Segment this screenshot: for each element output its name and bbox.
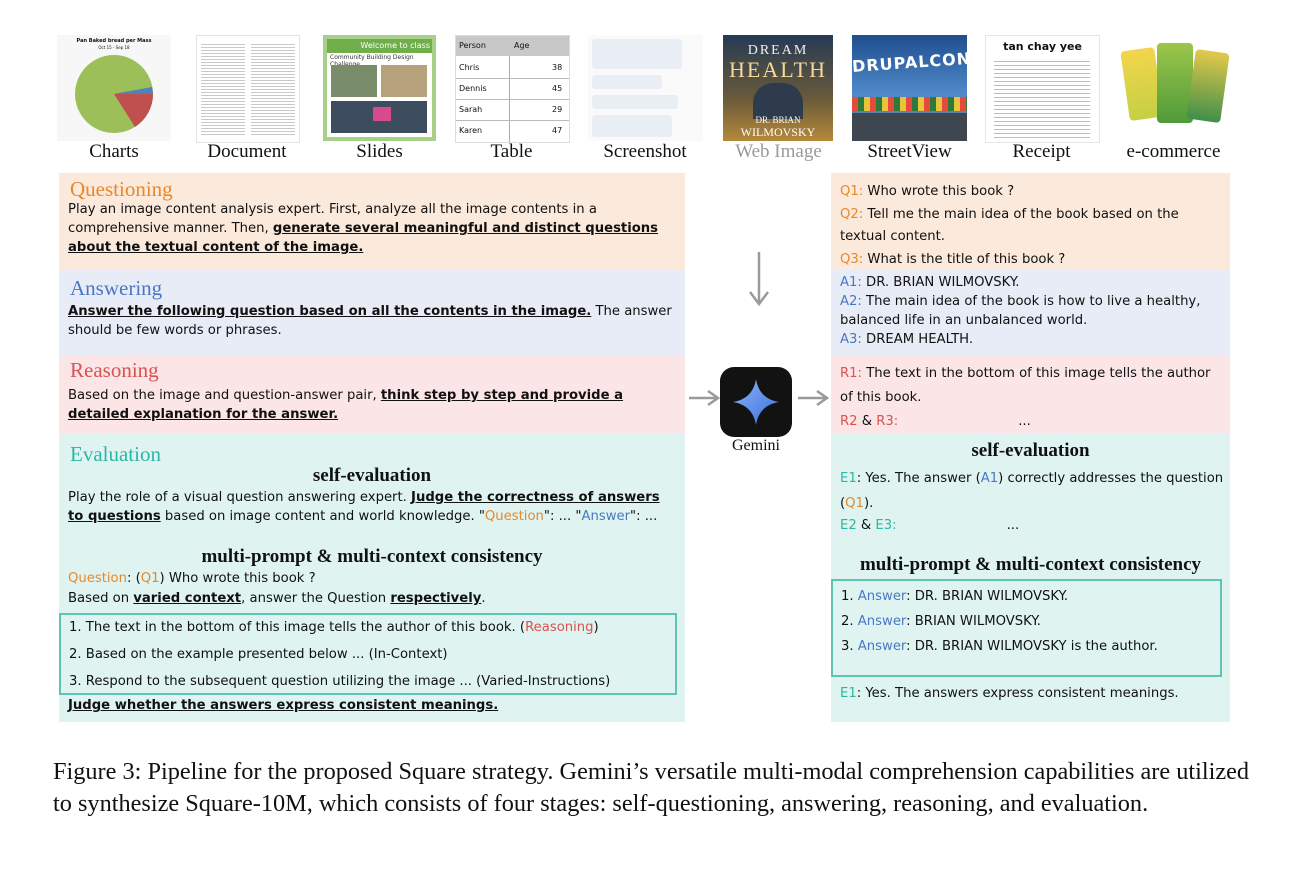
final-evaluation: E1: Yes. The answers express consistent … [840,683,1224,705]
judge-consistency: Judge whether the answers express consis… [68,696,676,715]
thumb-label-ecommerce: e-commerce [1112,141,1235,163]
table-cell: Sarah [459,105,482,114]
screenshot-thumbnail [588,35,703,141]
thumb-label-receipt: Receipt [985,141,1098,163]
question-1: Q1: Who wrote this book ? [840,181,1224,203]
right-consistency-title: multi-prompt & multi-context consistency [831,554,1230,576]
table-cell: 45 [552,84,562,93]
reasoning-title: Reasoning [70,358,159,383]
thumb-label-table: Table [455,141,568,163]
thumb-label-screenshot: Screenshot [585,141,705,163]
table-cell: Karen [459,126,482,135]
consistency-title: multi-prompt & multi-context consistency [59,546,685,568]
question-2: Q2: Tell me the main idea of the book ba… [840,204,1224,248]
right-arrow-icon [688,388,720,408]
answering-panel: Answering Answer the following question … [59,270,685,355]
gemini-sparkle-icon [732,378,780,426]
chart-thumbnail: Pan Baked bread per Mass Oct 15 - Sep 18 [57,35,171,141]
down-arrow-icon [746,250,772,310]
slide-header: Welcome to class [327,39,432,53]
answer-1: A1: DR. BRIAN WILMOVSKY. [840,273,1224,292]
evaluation-1: E1: Yes. The answer (A1) correctly addre… [840,466,1224,516]
gemini-label: Gemini [712,437,800,455]
consistency-question: Question: (Q1) Who wrote this book ? [68,569,676,588]
chart-thumb-subtitle: Oct 15 - Sep 18 [57,45,171,50]
pie-chart-icon [73,53,155,135]
table-cell: 29 [552,105,562,114]
self-evaluation-title: self-evaluation [59,465,685,487]
thumb-label-charts: Charts [57,141,171,163]
question-3: Q3: What is the title of this book ? [840,249,1224,271]
table-header-age: Age [514,41,529,50]
book-author-last: WILMOVSKY [723,125,833,140]
reasoning-1: R1: The text in the bottom of this image… [840,362,1224,410]
answer-3: A3: DREAM HEALTH. [840,330,1224,349]
slides-thumbnail: Welcome to class Community Building Desi… [323,35,436,141]
consistency-instruction: Based on varied context, answer the Ques… [68,589,676,608]
book-cover-thumbnail: DREAM HEALTH DR. BRIAN WILMOVSKY [723,35,833,141]
generated-evaluation-panel: self-evaluation E1: Yes. The answer (A1)… [831,434,1230,722]
document-thumbnail [196,35,300,143]
generated-reasoning-panel: R1: The text in the bottom of this image… [831,355,1230,434]
chart-thumb-title: Pan Baked bread per Mass [57,38,171,44]
table-cell: Chris [459,63,479,72]
answering-title: Answering [70,276,162,301]
thumb-label-web-image: Web Image [721,141,836,163]
answering-prompt: Answer the following question based on a… [68,302,676,340]
self-evaluation-prompt: Play the role of a visual question answe… [68,488,676,526]
thumb-label-streetview: StreetView [852,141,967,163]
questioning-prompt: Play an image content analysis expert. F… [68,200,676,257]
consistent-answers-box: 1. Answer: DR. BRIAN WILMOVSKY. 2. Answe… [831,579,1222,677]
book-author-first: DR. BRIAN [723,115,833,125]
context-list-box: 1. The text in the bottom of this image … [59,613,677,695]
evaluation-panel: Evaluation self-evaluation Play the role… [59,434,685,722]
thumb-label-slides: Slides [323,141,436,163]
answer-2: A2: The main idea of the book is how to … [840,292,1224,330]
table-thumbnail: Person Age Chris 38 Dennis 45 Sarah 29 K… [455,35,570,143]
figure-caption: Figure 3: Pipeline for the proposed Squa… [53,756,1253,820]
right-self-evaluation-title: self-evaluation [831,440,1230,462]
book-title-main: HEALTH [723,57,833,83]
consistent-answer-3: 3. Answer: DR. BRIAN WILMOVSKY is the au… [841,639,1158,654]
table-cell: Dennis [459,84,487,93]
generated-answers-panel: A1: DR. BRIAN WILMOVSKY. A2: The main id… [831,270,1230,355]
thumb-label-document: Document [190,141,304,163]
table-cell: 47 [552,126,562,135]
reasoning-2-3: R2 & R3:... [840,411,1224,433]
context-item-in-context: 2. Based on the example presented below … [69,645,448,665]
gemini-logo [720,367,792,437]
reasoning-panel: Reasoning Based on the image and questio… [59,355,685,434]
receipt-thumbnail: tan chay yee [985,35,1100,143]
streetview-sign: DRUPALCON [852,49,967,76]
reasoning-prompt: Based on the image and question-answer p… [68,386,676,424]
generated-questions-panel: Q1: Who wrote this book ? Q2: Tell me th… [831,173,1230,270]
streetview-thumbnail: DRUPALCON [852,35,967,141]
consistent-answer-2: 2. Answer: BRIAN WILMOVSKY. [841,614,1041,629]
evaluation-title: Evaluation [70,442,161,467]
questioning-title: Questioning [70,177,173,202]
ecommerce-thumbnail [1117,35,1230,141]
evaluation-2-3: E2 & E3:... [840,515,1224,537]
table-header-person: Person [459,41,486,50]
right-arrow-icon [797,388,829,408]
context-item-reasoning: 1. The text in the bottom of this image … [69,618,599,638]
questioning-panel: Questioning Play an image content analys… [59,173,685,270]
context-item-varied-instructions: 3. Respond to the subsequent question ut… [69,672,610,692]
receipt-store: tan chay yee [986,40,1099,53]
consistent-answer-1: 1. Answer: DR. BRIAN WILMOVSKY. [841,589,1068,604]
table-cell: 38 [552,63,562,72]
